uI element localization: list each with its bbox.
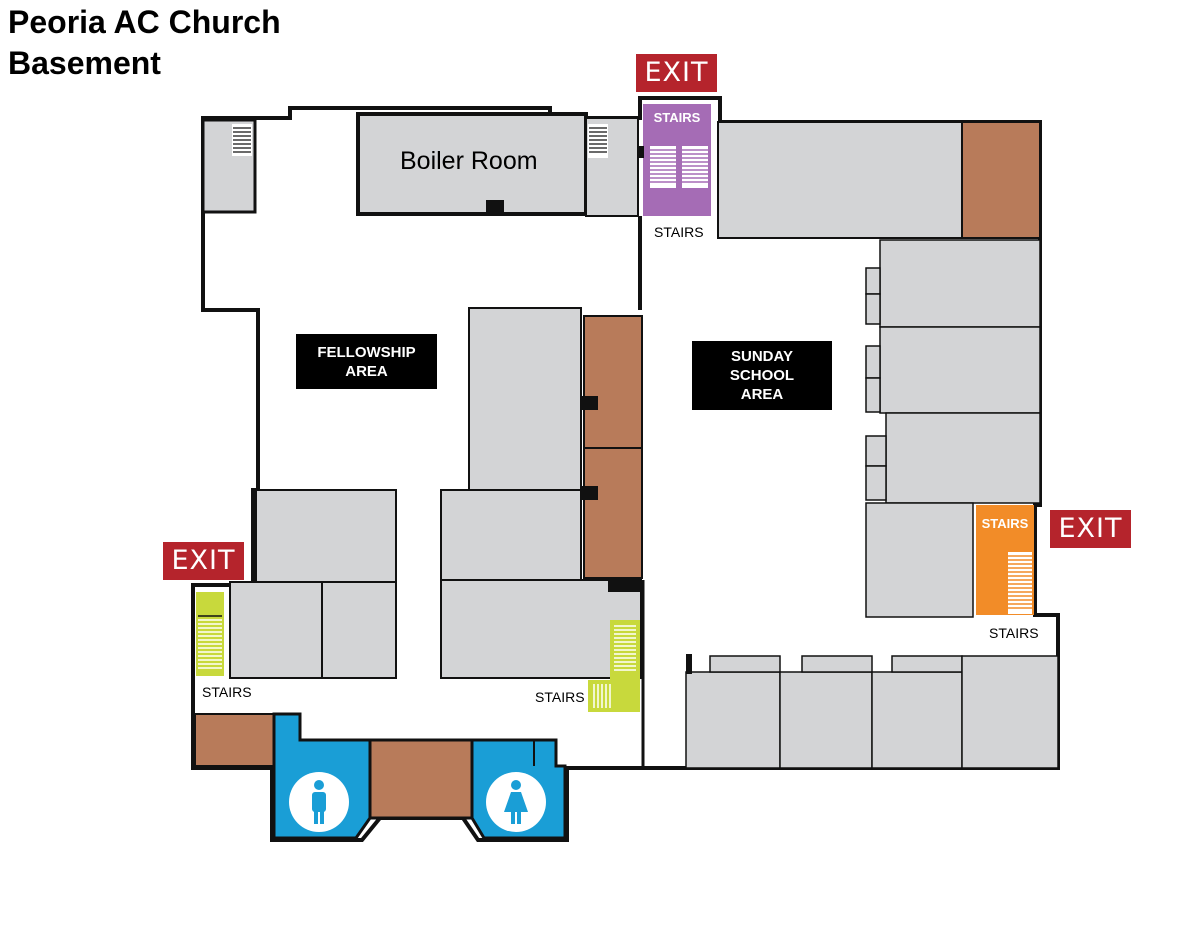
center-room-upper: [468, 307, 582, 491]
stairs-right-orange: [976, 505, 1034, 615]
closet-right-2a: [865, 345, 881, 379]
stair-steps-orange: [1008, 555, 1032, 609]
center-closet-brown-2: [583, 447, 643, 579]
stair-steps-green-left: [198, 619, 222, 669]
room-bottom-center-brown: [368, 738, 474, 820]
stairs-top-label: STAIRS: [654, 224, 704, 240]
closet-right-1a: [865, 267, 881, 295]
stairs-left-label: STAIRS: [202, 684, 252, 700]
bottom-right-classrooms: [685, 654, 1059, 769]
fellowship-line-1: FELLOWSHIP: [317, 343, 416, 361]
room-top-right-brown: [961, 121, 1041, 239]
classroom-bottom-4: [961, 655, 1059, 769]
room-top-right-gray: [717, 121, 963, 239]
man-icon-head: [314, 780, 324, 790]
classroom-bottom-2-alcove: [801, 655, 873, 673]
classroom-bottom-1-alcove: [709, 655, 781, 673]
classroom-bottom-3-alcove: [891, 655, 963, 673]
map-title: Peoria AC Church Basement: [8, 2, 281, 84]
stairs-right-inner-label: STAIRS: [981, 516, 1029, 531]
stair-steps-green-center: [593, 625, 636, 708]
classroom-right-2: [879, 326, 1041, 414]
left-room-upper: [255, 489, 397, 583]
stairs-top-inner-label: STAIRS: [653, 110, 701, 125]
boiler-room-door: [486, 200, 504, 216]
center-room-middle: [440, 489, 582, 581]
room-bottom-left-brown: [194, 713, 276, 767]
vent-top-left: [232, 124, 252, 156]
stairs-left-green-area: [196, 592, 224, 676]
woman-icon: [486, 772, 546, 832]
stairs-center-label: STAIRS: [535, 689, 585, 705]
exit-sign-left: EXIT: [163, 542, 244, 580]
left-room-lower-1: [229, 581, 323, 679]
closet-right-3b: [865, 465, 887, 501]
woman-icon-leg: [511, 812, 515, 824]
wall-block: [608, 578, 642, 592]
closet-door-mark-2: [582, 486, 598, 500]
man-icon-leg: [314, 810, 318, 824]
closet-right-1b: [865, 293, 881, 325]
sunday-school-line-1: SUNDAY: [731, 348, 793, 365]
classroom-right-3: [885, 412, 1041, 504]
woman-icon-head: [511, 780, 521, 790]
woman-icon-leg: [517, 812, 521, 824]
stairs-center-green: [588, 620, 640, 712]
sunday-school-line-3: AREA: [740, 386, 784, 403]
sunday-school-area-label: SUNDAY SCHOOL AREA: [692, 341, 832, 410]
man-icon-leg: [320, 810, 324, 824]
stairs-right-label: STAIRS: [989, 625, 1039, 641]
wall-stub: [686, 654, 692, 674]
man-icon: [289, 772, 349, 832]
center-rooms: [440, 307, 643, 679]
classroom-right-1: [879, 239, 1041, 328]
exit-sign-top: EXIT: [636, 54, 717, 92]
man-icon-body: [312, 792, 326, 812]
left-rooms: [229, 489, 397, 679]
stairs-top-purple: [638, 104, 711, 216]
center-closet-brown-1: [583, 315, 643, 449]
fellowship-area-label: FELLOWSHIP AREA: [296, 334, 437, 389]
stair-steps-purple: [650, 149, 708, 183]
vent-boiler-right: [588, 124, 608, 158]
room-top-left: [201, 118, 257, 214]
woman-icon-dress: [504, 792, 528, 812]
right-classrooms: [865, 239, 1041, 618]
center-room-lower: [440, 579, 642, 679]
left-room-lower-2: [321, 581, 397, 679]
closet-door-mark-1: [582, 396, 598, 410]
closet-right-2b: [865, 377, 881, 413]
bottom-left-block: [194, 712, 567, 840]
map-title-line-1: Peoria AC Church: [8, 4, 281, 40]
fellowship-line-2: AREA: [345, 362, 388, 380]
vent-boiler-right-bg: [588, 124, 608, 158]
classroom-bottom-1: [685, 671, 781, 769]
closet-right-3a: [865, 435, 887, 467]
boiler-room-area: [356, 112, 588, 216]
map-title-line-2: Basement: [8, 45, 161, 81]
classroom-bottom-3: [871, 671, 963, 769]
exit-sign-right: EXIT: [1050, 510, 1131, 548]
boiler-room-label: Boiler Room: [400, 147, 538, 175]
sunday-school-line-2: SCHOOL: [729, 367, 795, 384]
stairs-door-mark: [638, 146, 644, 158]
stairs-left-green: [196, 592, 224, 676]
classroom-right-4: [865, 502, 974, 618]
boiler-room: [356, 112, 639, 217]
classroom-bottom-2: [779, 671, 873, 769]
